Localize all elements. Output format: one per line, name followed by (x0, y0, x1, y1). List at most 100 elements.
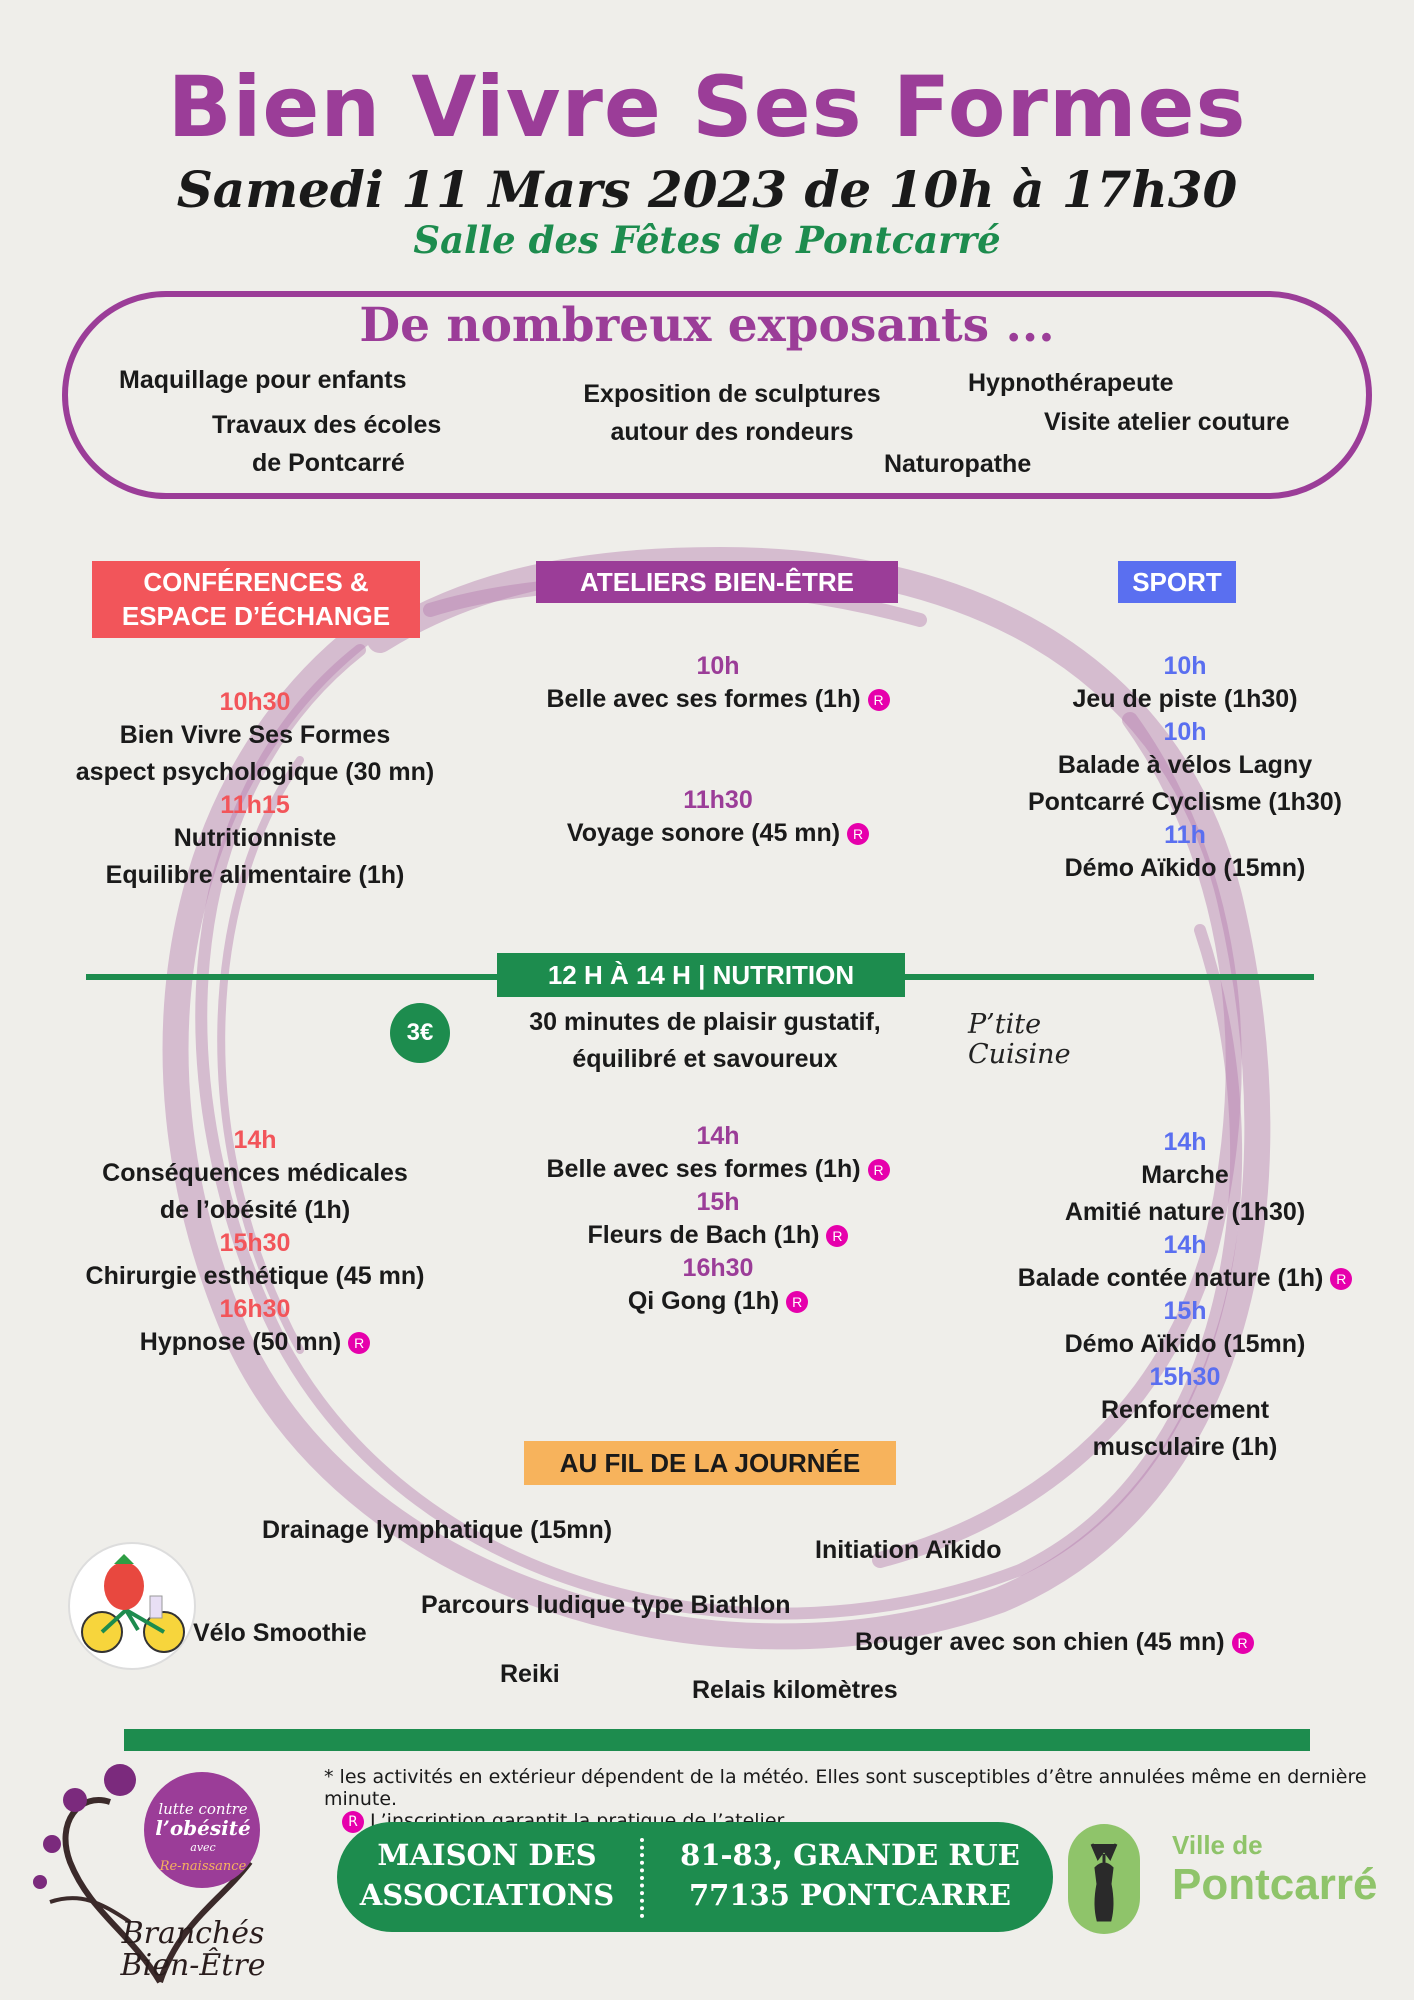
slot-activity: Bien Vivre Ses Formes (119, 721, 391, 749)
ateliers-header: ATELIERS BIEN-ÊTRE (536, 561, 898, 603)
registration-icon: R (867, 689, 890, 712)
slot-activity: Qi Gong (1h) (627, 1287, 780, 1315)
registration-icon: R (342, 1810, 364, 1833)
assoc-tagline: l’obésité (155, 1816, 251, 1840)
journee-item: Parcours ludique type Biathlon (421, 1591, 791, 1619)
registration-icon: R (348, 1332, 371, 1355)
exposant-item: Hypnothérapeute (968, 369, 1174, 397)
exposant-item: autour des rondeurs (610, 418, 854, 446)
slot-activity: Balade contée nature (1h) (1017, 1264, 1324, 1292)
slot-activity: de l’obésité (1h) (159, 1196, 351, 1224)
deer-icon (1090, 1843, 1118, 1922)
address: 81-83, GRANDE RUE 77135 PONTCARRE (660, 1835, 1040, 1915)
sport-morning: 10h Jeu de piste (1h30) 10h Balade à vél… (960, 652, 1410, 887)
slot-activity: Fleurs de Bach (1h) (587, 1221, 820, 1249)
event-venue: Salle des Fêtes de Pontcarré (413, 218, 1001, 262)
logo-line: Cuisine (968, 1039, 1071, 1070)
place-line: ASSOCIATIONS (359, 1878, 615, 1912)
slot-activity: Hypnose (50 mn) (139, 1328, 342, 1356)
slot-time: 15h (1163, 1297, 1207, 1325)
ateliers-morning: 10h Belle avec ses formes (1h) R 11h30 V… (500, 652, 936, 852)
slot-time: 11h (1164, 821, 1206, 849)
weather-note: * les activités en extérieur dépendent d… (324, 1766, 1367, 1810)
branches-bien-etre-logo: lutte contre l’obésité avec Re-naissance… (10, 1752, 322, 1992)
slot-time: 15h30 (1149, 1363, 1221, 1391)
nutrition-header: 12 H À 14 H | NUTRITION (497, 953, 905, 997)
slot-activity: Chirurgie esthétique (45 mn) (85, 1262, 425, 1290)
conferences-afternoon: 14h Conséquences médicales de l’obésité … (30, 1126, 480, 1361)
assoc-name: Branchés (121, 1916, 265, 1951)
slot-activity: musculaire (1h) (1092, 1433, 1278, 1461)
exposant-item: Travaux des écoles (212, 411, 442, 439)
exposant-item: Maquillage pour enfants (119, 366, 407, 394)
slot-activity: Démo Aïkido (15mn) (1064, 854, 1306, 882)
exposant-item: Visite atelier couture (1044, 408, 1290, 436)
slot-activity: Belle avec ses formes (1h) (546, 1155, 861, 1183)
slot-activity: Amitié nature (1h30) (1064, 1198, 1306, 1226)
registration-icon: R (1330, 1268, 1353, 1291)
slot-time: 14h (233, 1126, 277, 1154)
registration-icon: R (826, 1225, 849, 1248)
slot-activity: Equilibre alimentaire (1h) (105, 861, 405, 889)
conferences-label-line: CONFÉRENCES & (143, 567, 369, 597)
place-name: MAISON DES ASSOCIATIONS (352, 1835, 622, 1915)
exposant-item: Naturopathe (884, 450, 1032, 478)
ville-line: Pontcarré (1172, 1860, 1378, 1909)
ville-line: Ville de (1172, 1830, 1263, 1860)
exposants-title: De nombreux exposants ... (359, 298, 1055, 353)
slot-time: 14h (696, 1122, 740, 1150)
slot-activity: Marche (1141, 1161, 1229, 1189)
registration-icon: R (786, 1291, 809, 1314)
address-line: 81-83, GRANDE RUE (680, 1838, 1020, 1872)
place-line: MAISON DES (377, 1838, 597, 1872)
slot-activity: Belle avec ses formes (1h) (546, 685, 861, 713)
exposants-frame (62, 291, 1372, 499)
assoc-tagline: avec (190, 1841, 216, 1854)
slot-time: 16h30 (219, 1295, 291, 1323)
conferences-header: CONFÉRENCES & ESPACE D’ÉCHANGE (92, 561, 420, 638)
exposant-item: Exposition de sculptures (583, 380, 881, 408)
slot-time: 11h30 (683, 786, 753, 814)
registration-icon: R (847, 823, 870, 846)
slot-activity: Pontcarré Cyclisme (1h30) (1027, 788, 1343, 816)
slot-time: 15h (696, 1188, 740, 1216)
ville-emblem (1068, 1824, 1140, 1934)
assoc-tagline: Re-naissance (159, 1859, 247, 1874)
nutrition-line: équilibré et savoureux (572, 1045, 838, 1073)
slot-time: 15h30 (219, 1229, 291, 1257)
event-date: Samedi 11 Mars 2023 de 10h à 17h30 (176, 160, 1238, 219)
price-badge: 3€ (390, 1003, 450, 1063)
slot-activity: Voyage sonore (45 mn) (566, 819, 841, 847)
slot-time: 11h15 (220, 791, 290, 819)
velo-smoothie-icon (68, 1542, 196, 1670)
slot-activity: Renforcement (1100, 1396, 1270, 1424)
nutrition-line: 30 minutes de plaisir gustatif, (529, 1008, 881, 1036)
slot-activity: Nutritionniste (173, 824, 337, 852)
footer-divider (124, 1729, 1310, 1751)
sport-afternoon: 14h Marche Amitié nature (1h30) 14h Bala… (960, 1128, 1410, 1466)
conferences-label-line: ESPACE D’ÉCHANGE (121, 601, 391, 631)
registration-icon: R (1231, 1632, 1254, 1655)
slot-activity: Démo Aïkido (15mn) (1064, 1330, 1306, 1358)
slot-time: 14h (1163, 1231, 1207, 1259)
journee-header: AU FIL DE LA JOURNÉE (524, 1441, 896, 1485)
journee-item: Relais kilomètres (692, 1676, 898, 1704)
sport-header: SPORT (1118, 561, 1236, 603)
slot-activity: aspect psychologique (30 mn) (75, 758, 435, 786)
slot-activity: Balade à vélos Lagny (1057, 751, 1313, 779)
journee-item: Vélo Smoothie (193, 1619, 367, 1647)
ville-label: Ville de Pontcarré (1172, 1830, 1377, 1909)
assoc-name: Bien-Être (120, 1948, 266, 1983)
page-title: Bien Vivre Ses Formes (167, 58, 1247, 156)
assoc-tagline: lutte contre (158, 1800, 248, 1818)
address-line: 77135 PONTCARRE (688, 1878, 1012, 1912)
address-pill (337, 1822, 1053, 1932)
ateliers-afternoon: 14h Belle avec ses formes (1h) R 15h Fle… (500, 1122, 936, 1320)
exposant-item: de Pontcarré (252, 449, 405, 477)
pill-separator (640, 1838, 644, 1918)
registration-icon: R (867, 1159, 890, 1182)
slot-time: 16h30 (682, 1254, 754, 1282)
slot-time: 10h (696, 652, 740, 680)
conferences-morning: 10h30 Bien Vivre Ses Formes aspect psych… (30, 688, 480, 894)
logo-line: P’tite (968, 1009, 1042, 1040)
